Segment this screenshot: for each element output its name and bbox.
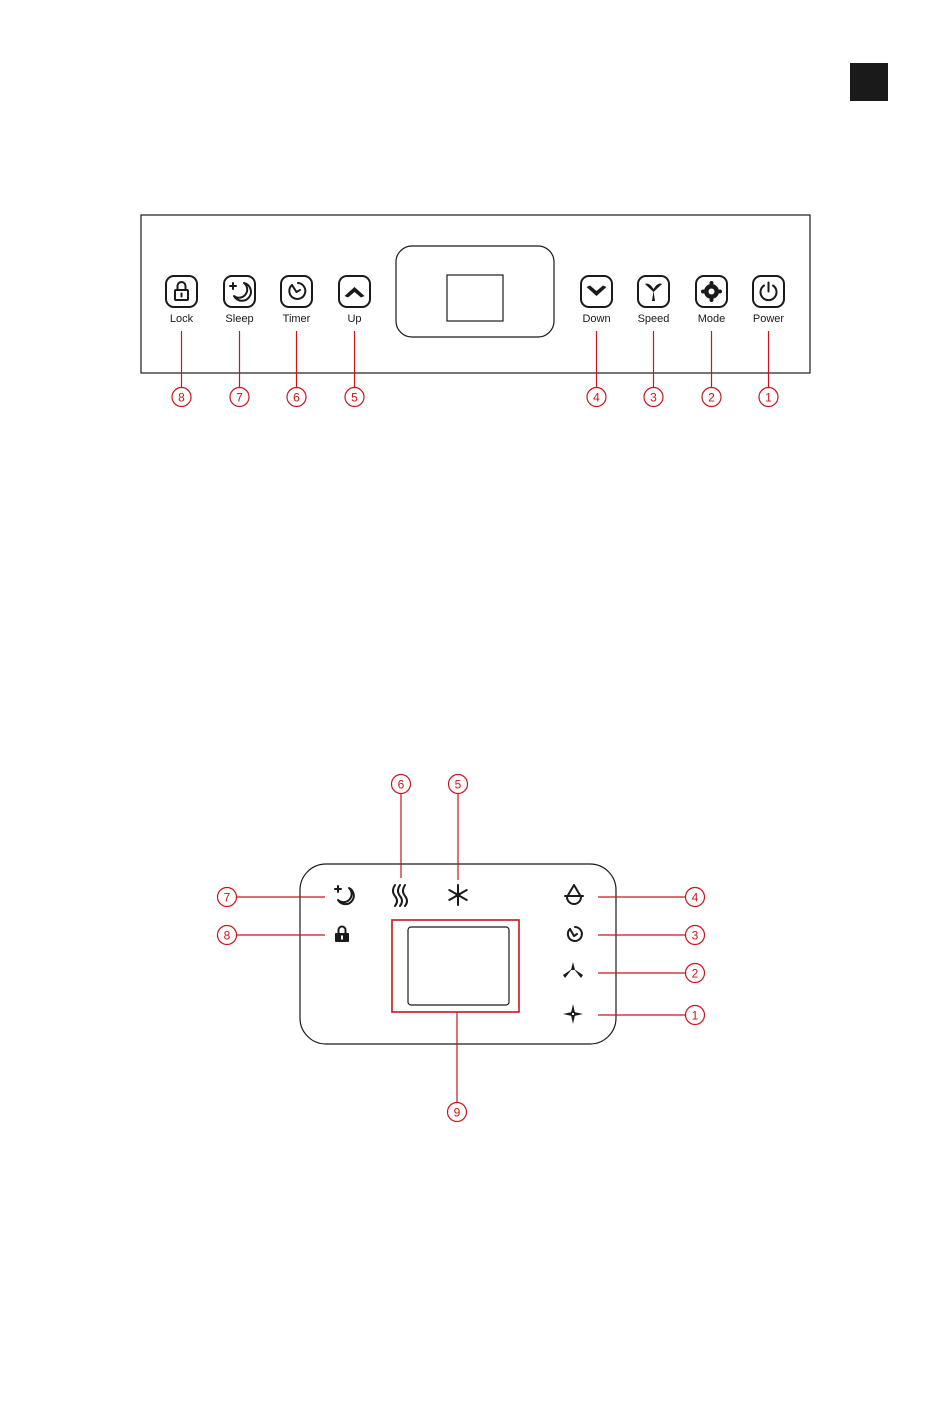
- svg-text:5: 5: [455, 778, 462, 792]
- sleep-indicator-icon: [335, 886, 354, 904]
- water-drop-icon: [565, 885, 583, 904]
- lock-button-frame[interactable]: [166, 276, 197, 307]
- svg-text:7: 7: [224, 891, 231, 905]
- callout-6: 6: [287, 388, 306, 407]
- callout-6: 6: [392, 775, 411, 794]
- callout-8: 8: [172, 388, 191, 407]
- timer-button-label: Timer: [283, 313, 311, 325]
- callout-1: 1: [686, 1006, 705, 1025]
- svg-text:6: 6: [398, 778, 405, 792]
- mode-button[interactable]: Mode: [696, 276, 727, 325]
- heat-indicator-icon: [393, 885, 407, 906]
- callout-9: 9: [448, 1103, 467, 1122]
- display-highlight-box: [392, 920, 519, 1012]
- callout-3: 3: [686, 926, 705, 945]
- down-button[interactable]: Down: [581, 276, 612, 325]
- fan-low-icon: [563, 962, 583, 978]
- callout-4: 4: [587, 388, 606, 407]
- svg-text:4: 4: [692, 891, 699, 905]
- timer-button[interactable]: Timer: [281, 276, 312, 325]
- svg-text:5: 5: [351, 391, 358, 405]
- callout-4: 4: [686, 888, 705, 907]
- speed-button-label: Speed: [638, 313, 670, 325]
- power-button[interactable]: Power: [753, 276, 785, 325]
- svg-text:2: 2: [692, 967, 699, 981]
- callout-3: 3: [644, 388, 663, 407]
- callout-2: 2: [702, 388, 721, 407]
- lock-button[interactable]: Lock: [166, 276, 197, 325]
- control-panel-callouts: 8 7 6 5 4 3 2 1: [172, 331, 778, 407]
- svg-text:1: 1: [692, 1009, 699, 1023]
- svg-text:2: 2: [708, 391, 715, 405]
- callout-5: 5: [449, 775, 468, 794]
- display-screen: [408, 927, 509, 1005]
- display-panel: 6 5 7 8 4 3 2 1 9: [218, 775, 705, 1122]
- power-button-label: Power: [753, 313, 785, 325]
- down-button-label: Down: [582, 313, 610, 325]
- svg-text:8: 8: [178, 391, 185, 405]
- sleep-button[interactable]: Sleep: [224, 276, 255, 325]
- control-panel: Lock Sleep Timer Up: [141, 215, 810, 407]
- snowflake-icon: [449, 885, 466, 905]
- chevron-up-icon: [345, 287, 365, 298]
- svg-text:6: 6: [293, 391, 300, 405]
- svg-text:3: 3: [650, 391, 657, 405]
- callout-7: 7: [218, 888, 237, 907]
- svg-text:3: 3: [692, 929, 699, 943]
- up-button-label: Up: [347, 313, 361, 325]
- fan-high-icon: [563, 1004, 583, 1024]
- svg-text:9: 9: [454, 1106, 461, 1120]
- timer-indicator-icon: [568, 927, 582, 941]
- chevron-down-icon: [587, 286, 607, 297]
- lock-button-label: Lock: [170, 313, 194, 325]
- callout-2: 2: [686, 964, 705, 983]
- mode-button-label: Mode: [698, 313, 726, 325]
- power-icon: [760, 283, 776, 301]
- up-button[interactable]: Up: [339, 276, 370, 325]
- mode-icon: [701, 281, 722, 302]
- callout-5: 5: [345, 388, 364, 407]
- callout-1: 1: [759, 388, 778, 407]
- speed-button[interactable]: Speed: [638, 276, 670, 325]
- callout-8: 8: [218, 926, 237, 945]
- timer-icon: [289, 283, 305, 299]
- svg-text:4: 4: [593, 391, 600, 405]
- svg-text:7: 7: [236, 391, 243, 405]
- display-panel-callouts: 6 5 7 8 4 3 2 1 9: [218, 775, 705, 1122]
- svg-text:1: 1: [765, 391, 772, 405]
- lock-indicator-icon: [335, 927, 349, 943]
- sleep-icon: [230, 283, 251, 301]
- fan-speed-icon: [645, 284, 662, 301]
- svg-text:8: 8: [224, 929, 231, 943]
- lock-icon: [175, 282, 188, 300]
- panel-display-screen: [447, 275, 503, 321]
- panel-display-window: [396, 246, 554, 337]
- callout-7: 7: [230, 388, 249, 407]
- sleep-button-label: Sleep: [225, 313, 253, 325]
